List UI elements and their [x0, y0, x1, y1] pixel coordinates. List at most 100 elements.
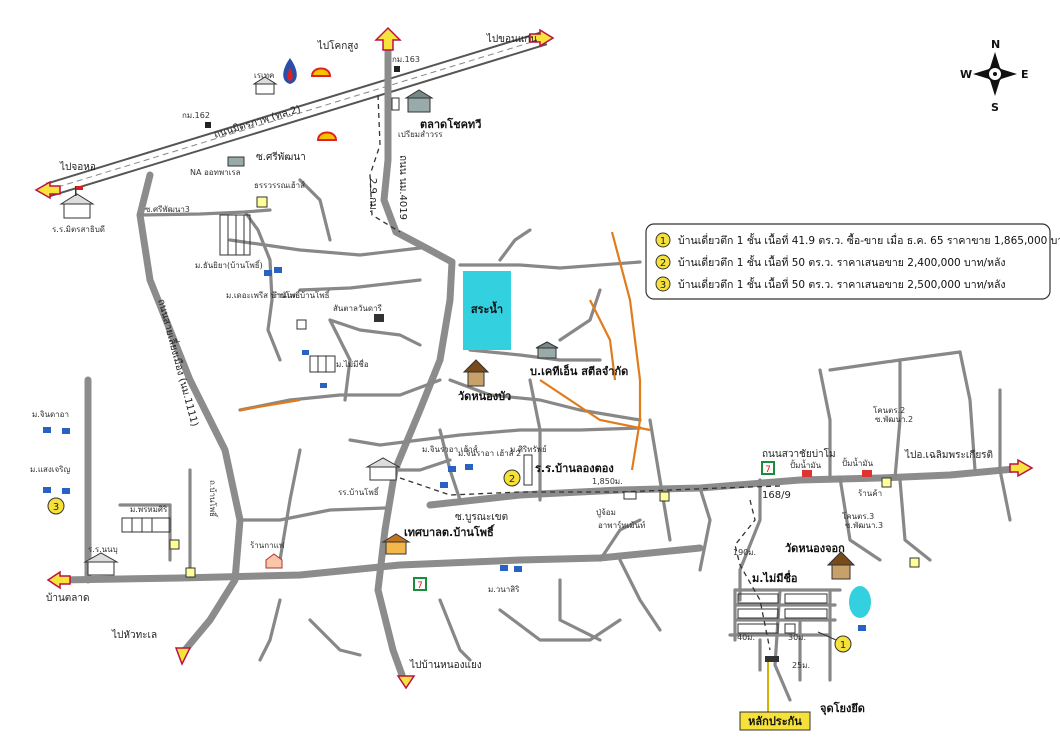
place-m-chinda-b: ม.จินราอา เฮ้าส์ 2 — [458, 448, 521, 458]
place-sanchalao: สันตาลวันดารี — [333, 304, 383, 313]
shop-icon — [881, 477, 892, 488]
house-icon — [440, 482, 448, 488]
road-km163: กม.163 — [392, 55, 420, 64]
house-icon — [302, 350, 309, 355]
compass-e: E — [1021, 68, 1029, 81]
svg-text:3: 3 — [660, 280, 666, 291]
marker-2: 2 — [503, 469, 521, 487]
road-soi-sriphatthana3: ซ.ศรีพัฒนา3 — [145, 205, 190, 214]
arrow-east-icon — [1009, 458, 1034, 478]
dest-khok-sung: ไปโคกสูง — [317, 39, 359, 52]
road-network — [45, 30, 1029, 702]
apartment-icon — [256, 196, 268, 208]
road-soi-banphoe: ถ.บ้านโพธิ์ — [208, 480, 219, 518]
dist-30: 30ม. — [788, 633, 806, 642]
road-soi-3b: ซ.พัฒนา.3 — [845, 521, 883, 530]
svg-text:2: 2 — [509, 474, 515, 485]
road-soi-anachai: ถนนสวาชัยบ่าโม — [762, 447, 836, 460]
road-soi-burana: ซ.บูรณะเขต — [455, 512, 508, 523]
house-icon — [62, 428, 70, 434]
road-soi-3: โคนตร.3 — [842, 511, 874, 521]
legend-row-2: 2 บ้านเดี่ยวตึก 1 ชั้น เนื้อที่ 50 ตร.ว.… — [655, 254, 1006, 270]
place-m-chinda-a: ม.จินราอา เฮ้าส์ — [422, 444, 478, 454]
collateral-box — [739, 711, 811, 731]
school-banpho-icon — [365, 457, 401, 481]
place-school-banpho: รร.บ้านโพธิ์ — [338, 486, 380, 497]
km162-post-icon — [205, 122, 211, 128]
place-m-wanasiri: ม.วนาสิริ — [488, 585, 520, 594]
destination-arrows — [34, 26, 1034, 690]
shell-station-icon — [310, 67, 332, 77]
arrow-west2-icon — [46, 570, 71, 590]
housing-block-icon — [219, 214, 251, 256]
dist-168: 168/9 — [762, 490, 791, 501]
road-soi-sriphatthana: ซ.ศรีพัฒนา — [256, 151, 306, 163]
place-chemical: บ.เคทีเอ็น สตีลจำกัด — [530, 364, 628, 378]
shell-station2-icon — [316, 131, 338, 141]
svg-text:2: 2 — [660, 258, 666, 269]
svg-text:7: 7 — [417, 581, 423, 591]
place-hardware: อาพาร์ทเม้นท์ — [598, 520, 645, 530]
house-icon — [320, 383, 327, 388]
marker-3: 3 — [47, 497, 65, 515]
house-icon — [858, 625, 866, 631]
road-nm4019: ถนน นม.4019 — [397, 155, 408, 220]
arrow-northeast-icon — [529, 28, 555, 48]
place-m-chinda: ม.จินดาอา — [32, 410, 69, 419]
legend-text-1: บ้านเดี่ยวตึก 1 ชั้น เนื้อที่ 41.9 ตร.ว.… — [678, 233, 1060, 247]
school-icon — [252, 76, 278, 95]
legend-row-1: 1 บ้านเดี่ยวตึก 1 ชั้น เนื้อที่ 41.9 ตร.… — [655, 232, 1060, 248]
kamnan-office-icon — [296, 319, 307, 330]
road-bypass: ถนนสายเลี่ยงเมือง (นม.1111) — [155, 297, 203, 428]
house-icon — [264, 270, 272, 276]
dest-chong-ho: ไปจอหอ — [59, 161, 96, 173]
svg-text:1: 1 — [660, 236, 666, 247]
coffee-shop-icon — [265, 553, 283, 569]
place-m-maimi: ม.ไม่มีชื่อ — [336, 358, 369, 369]
place-shop-near: ปู่จ้อม — [596, 508, 616, 518]
building-icon — [391, 97, 400, 111]
house-icon — [274, 267, 282, 273]
place-wat-nongbua: วัดหนองบัว — [458, 390, 511, 403]
shop3-icon — [169, 539, 180, 550]
school-nonbu-icon — [83, 552, 119, 576]
place-m-saengcharoen: ม.แสงเจริญ — [30, 465, 70, 474]
place-wat-nongchok: วัดหนองจอก — [785, 542, 845, 555]
dest-ban-nong-yaeng: ไปบ้านหนองแยง — [409, 659, 482, 671]
municipal-icon — [381, 533, 411, 555]
place-coffee: ร้านกาแฟ — [250, 541, 285, 550]
place-m-maimi2: ม.ไม่มีชื่อ — [752, 570, 798, 585]
road-soi-2: โคนตร.2 — [873, 405, 905, 415]
shop2-icon — [909, 557, 920, 568]
compass-s: S — [991, 101, 999, 114]
shop4-icon — [185, 567, 196, 578]
house-icon — [500, 565, 508, 571]
svg-text:1: 1 — [840, 640, 846, 651]
compass-n: N — [991, 38, 1000, 51]
place-kamnan: กำนันต.บ้านโพธิ์ — [272, 289, 331, 300]
place-na-house: NA ออทพาเรล — [190, 168, 241, 177]
house-icon — [514, 566, 522, 572]
km163-post-icon — [394, 66, 400, 72]
dist-190: 190ม. — [733, 548, 756, 557]
subject-lot-icon — [765, 656, 779, 662]
place-school-mit: ร.ร.มิตรสาธิบดี — [52, 225, 105, 234]
dest-chaloem: ไปอ.เฉลิมพระเกียรติ — [904, 449, 993, 461]
place-chudyo: จุดโยงยึด — [820, 701, 865, 716]
temple-nongbua-icon — [462, 359, 490, 387]
housing-maimi-icon — [309, 355, 336, 373]
house-icon — [43, 487, 51, 493]
temple-nongchok-icon — [826, 551, 856, 580]
estate-blocks — [737, 593, 828, 634]
warehouse-icon — [404, 89, 434, 113]
legend-text-2: บ้านเดี่ยวตึก 1 ชั้น เนื้อที่ 50 ตร.ว. ร… — [678, 255, 1006, 269]
factory-icon — [374, 314, 384, 322]
arrow-southwest-icon — [174, 647, 192, 666]
svg-text:3: 3 — [53, 502, 59, 513]
warehouse2-icon — [227, 156, 245, 167]
legend-row-3: 3 บ้านเดี่ยวตึก 1 ชั้น เนื้อที่ 50 ตร.ว.… — [655, 276, 1006, 292]
arrow-south-icon — [396, 675, 416, 690]
house-icon — [62, 488, 70, 494]
place-gas1: ปั้มน้ำมัน — [790, 459, 822, 470]
house-icon — [448, 466, 456, 472]
